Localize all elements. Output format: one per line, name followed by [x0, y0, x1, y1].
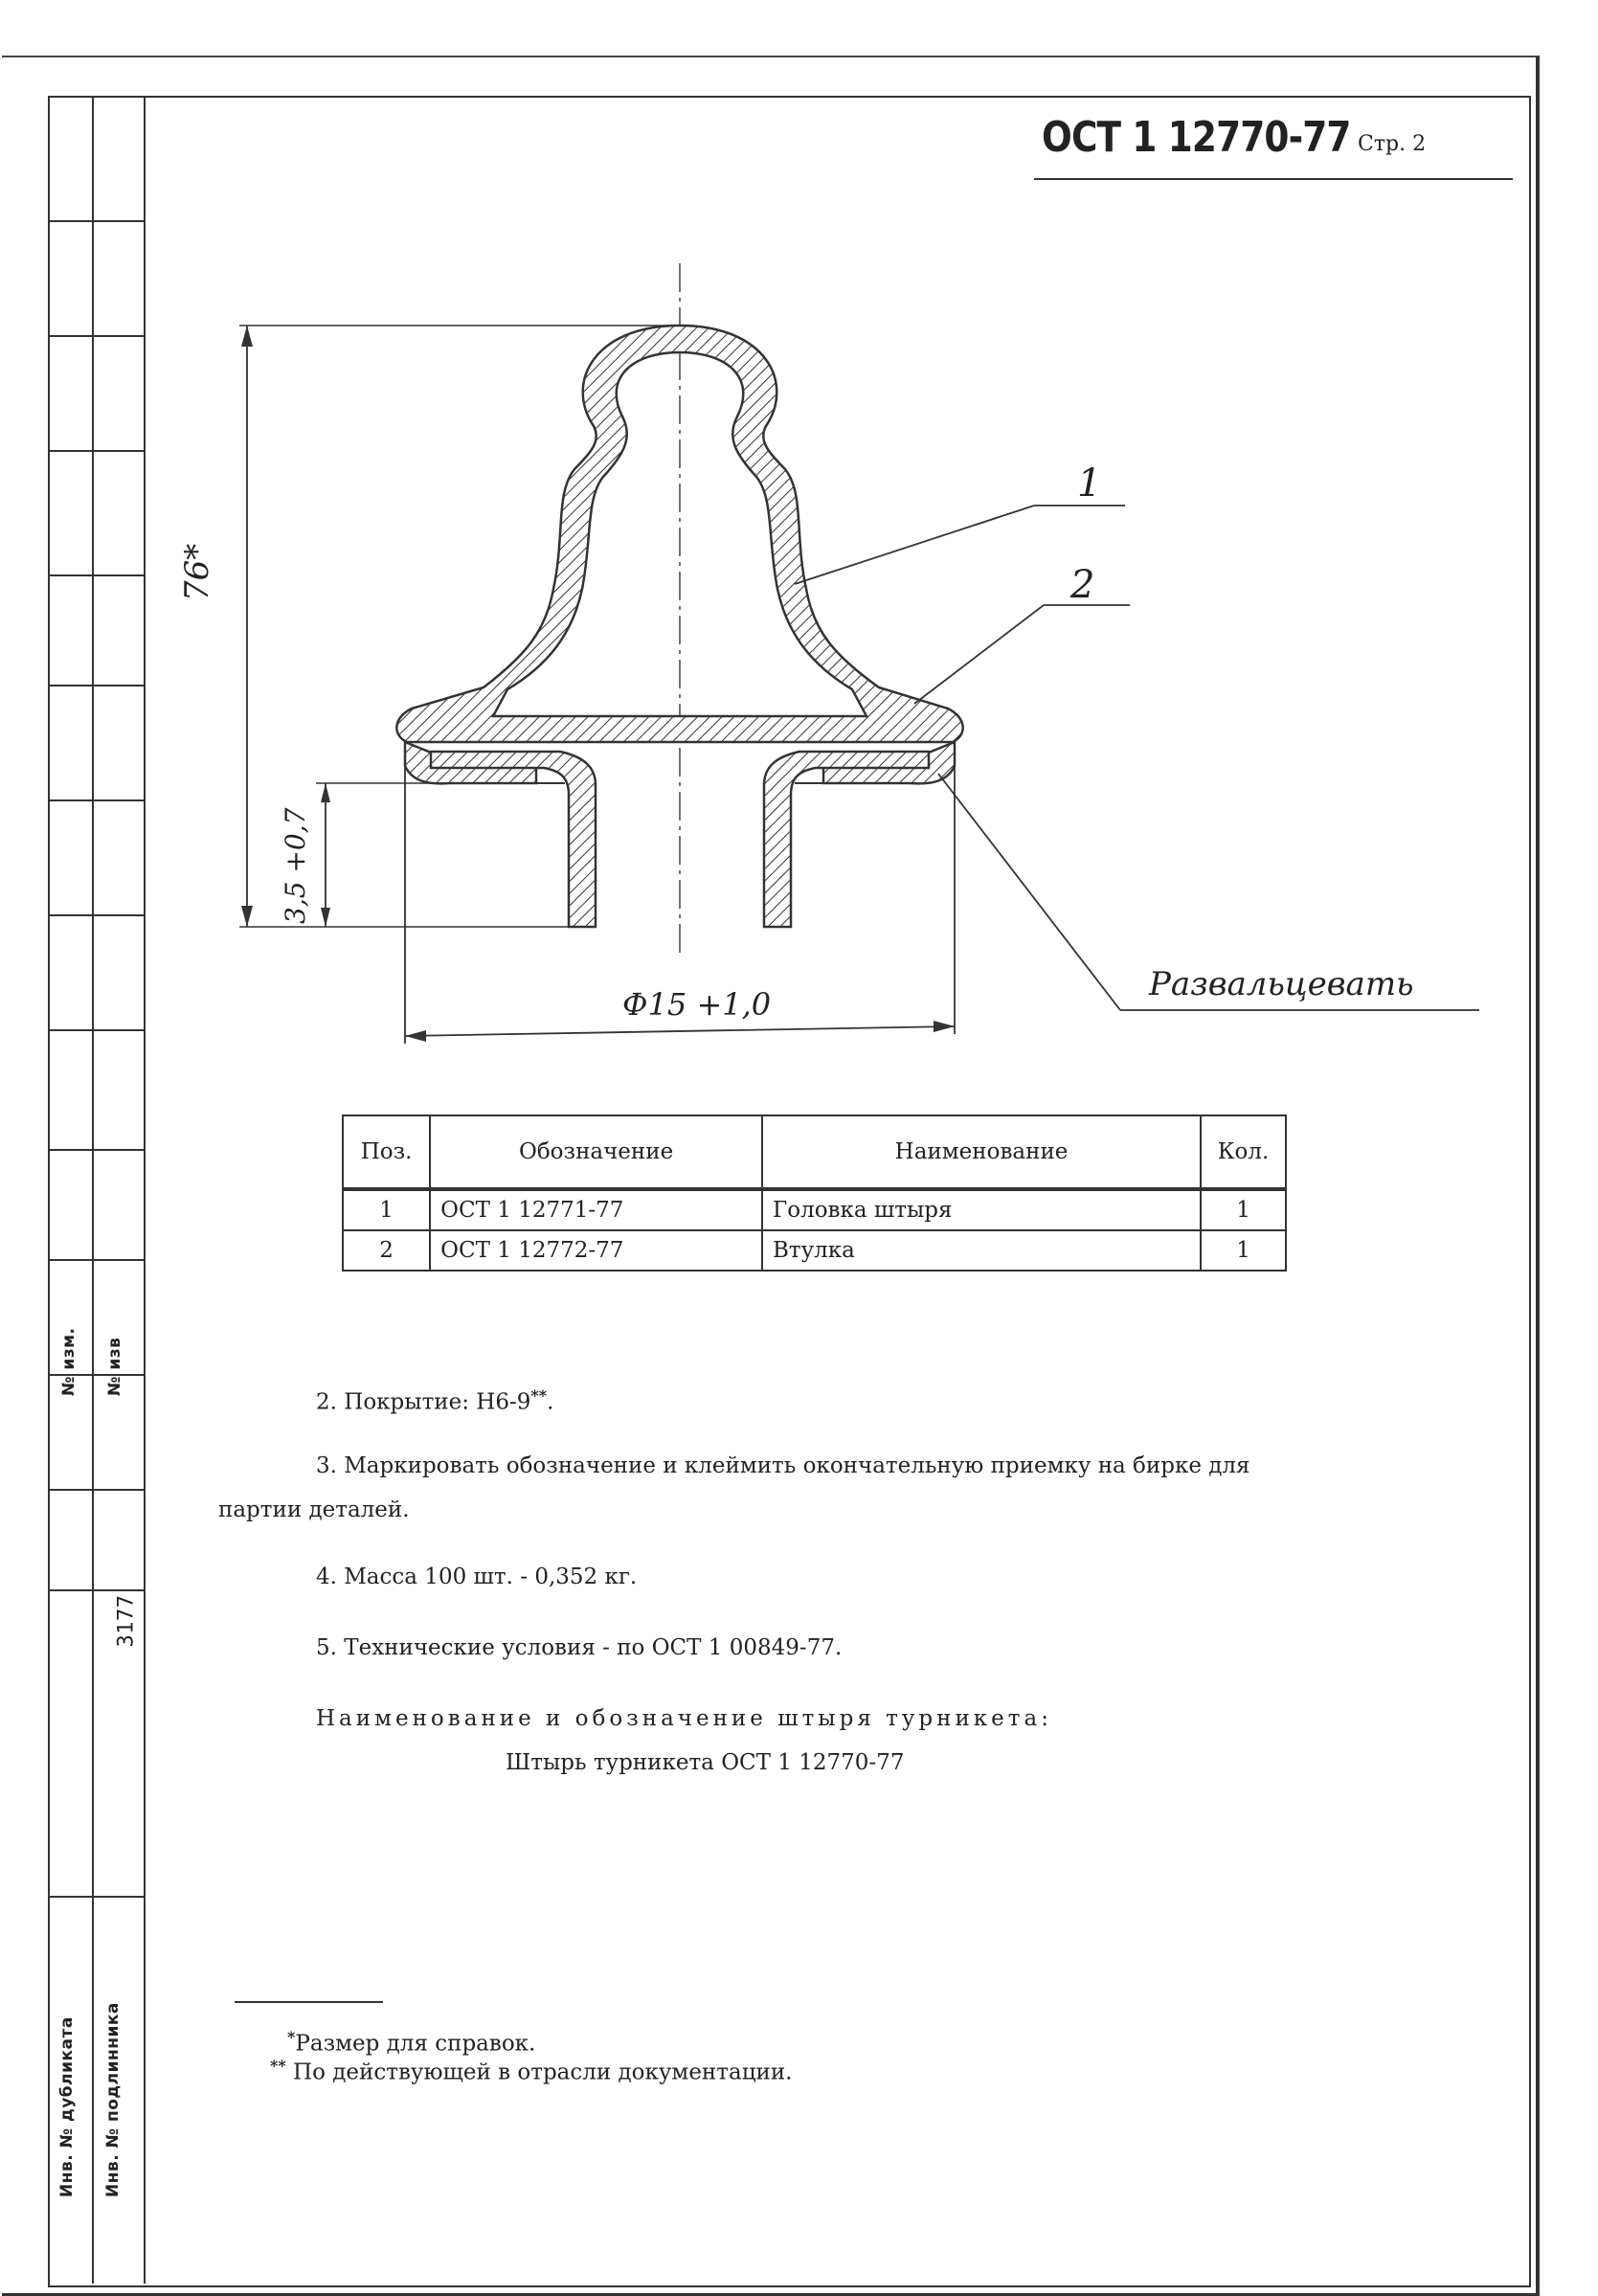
parts-table: Поз. Обозначение Наименование Кол. 1 ОСТ… [341, 1114, 1287, 1272]
leader-label-2: 2 [1070, 563, 1095, 607]
parts-table-header: Поз. Обозначение Наименование Кол. [341, 1114, 1287, 1190]
part-1-head [395, 324, 964, 744]
footnote-separator [235, 2001, 383, 2003]
name-value: Штырь турникета ОСТ 1 12770-77 [506, 1750, 905, 1775]
side-stamp-strip: № изм. № изв 3177 Инв. № дубликата Инв. … [48, 96, 146, 2284]
note-3-line-2: партии деталей. [218, 1497, 410, 1522]
note-3-line-1: 3. Маркировать обозначение и клеймить ок… [316, 1453, 1250, 1478]
note-2: 2. Покрытие: Н6-9**. [316, 1386, 554, 1415]
original-inventory-label: Инв. № подлинника [103, 2002, 123, 2197]
duplicate-inventory-label: Инв. № дубликата [57, 2016, 77, 2197]
drawing-frame [48, 96, 1531, 2287]
col-pos: Поз. [341, 1114, 432, 1190]
col-name: Наименование [761, 1114, 1203, 1190]
table-row: 2 ОСТ 1 12772-77 Втулка 1 [341, 1229, 1287, 1272]
part-2-sleeve-right [762, 750, 931, 929]
part-2-sleeve-left [429, 750, 597, 929]
flange-dimension: 3,5 +0,7 [280, 807, 311, 924]
title-underline [1034, 178, 1513, 180]
height-dimension: 76* [178, 543, 216, 601]
col-designation: Обозначение [429, 1114, 764, 1190]
col-qty: Кол. [1200, 1114, 1287, 1190]
flare-note: Развальцевать [1149, 965, 1414, 1003]
notice-number-label: № изв [105, 1337, 124, 1396]
change-number-label: № изм. [59, 1327, 79, 1396]
table-row: 1 ОСТ 1 12771-77 Головка штыря 1 [341, 1188, 1287, 1231]
technical-drawing [239, 263, 1479, 1044]
leader-label-1: 1 [1077, 461, 1102, 506]
page-label: Стр. 2 [1358, 132, 1427, 156]
diameter-dimension: Ф15 +1,0 [622, 986, 772, 1023]
footnote-1: *Размер для справок. [287, 2028, 536, 2057]
note-4: 4. Масса 100 шт. - 0,352 кг. [316, 1564, 638, 1589]
document-title: ОСТ 1 12770-77 Стр. 2 [1042, 113, 1501, 162]
document-code: ОСТ 1 12770-77 [1042, 113, 1351, 162]
inventory-number: 3177 [114, 1594, 139, 1648]
name-heading: Наименование и обозначение штыря турнике… [316, 1706, 1052, 1731]
sheet-border [2, 56, 1540, 2296]
footnote-2: ** По действующей в отрасли документации… [270, 2057, 793, 2085]
note-5: 5. Технические условия - по ОСТ 1 00849-… [316, 1635, 843, 1660]
